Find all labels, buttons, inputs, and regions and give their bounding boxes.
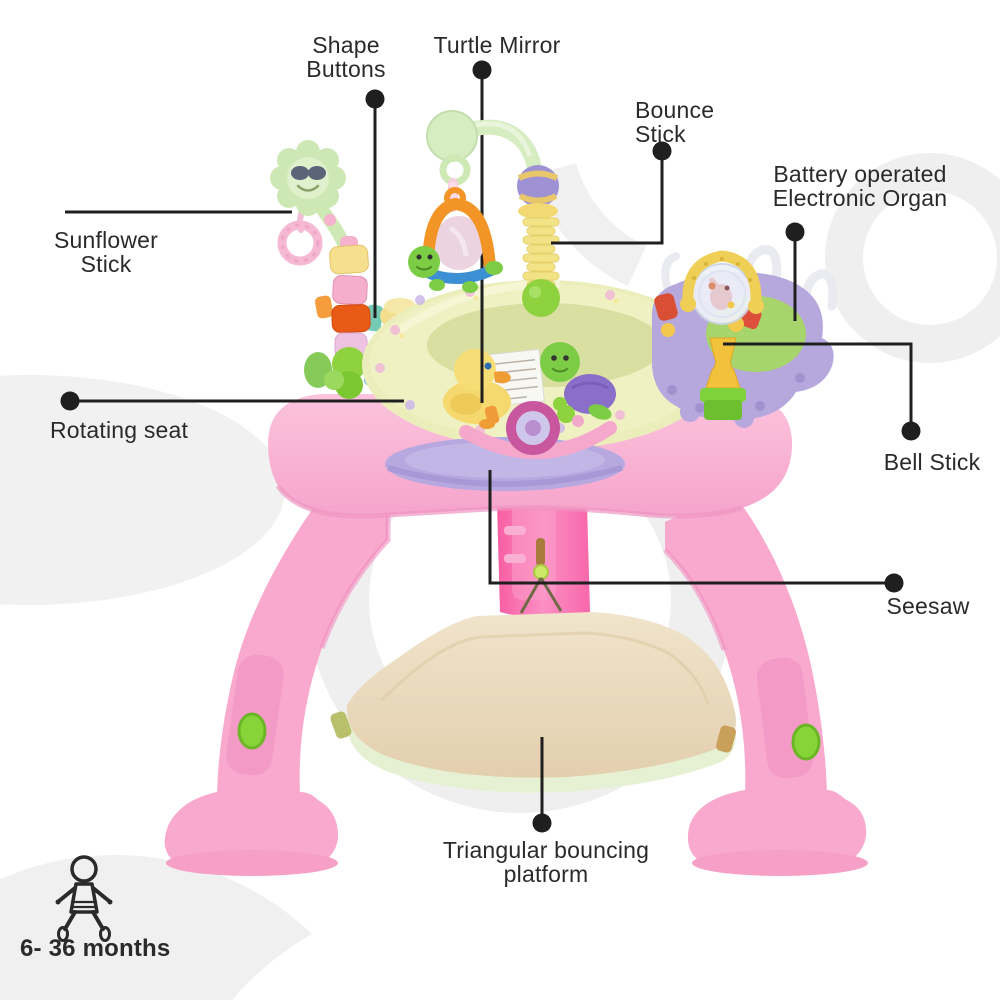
mirror-frame [422, 197, 496, 269]
bouncing-platform [330, 612, 736, 793]
baby-icon [55, 855, 113, 942]
leader-turtle-mirror-dot [472, 60, 492, 80]
leader-platform [532, 737, 552, 833]
label-age-range: 6- 36 months [20, 935, 171, 962]
label-bell-stick: Bell Stick [883, 449, 981, 475]
sunflower-stick-toy [270, 140, 354, 266]
leg-button-right [791, 723, 821, 761]
roller-ball [691, 263, 753, 325]
turtle-mirror-toy [408, 110, 542, 293]
bg-arc-top [533, 162, 647, 286]
leader-bell-stick [723, 342, 921, 441]
platform-hook-left [330, 711, 352, 739]
right-leg [663, 505, 868, 876]
sunflower-face [270, 140, 346, 216]
mirror-turtle-head [408, 246, 440, 278]
bounce-stick-toy [517, 165, 560, 317]
left-leg [164, 498, 391, 876]
leader-shape-buttons [365, 89, 385, 318]
label-turtle-mirror: Turtle Mirror [433, 32, 561, 58]
rotating-seat [362, 279, 722, 450]
electronic-organ-toy [651, 245, 838, 428]
mirror [434, 216, 484, 270]
label-seesaw: Seesaw [886, 593, 970, 619]
platform-hook-right [716, 725, 736, 753]
leader-bounce-stick [551, 141, 672, 245]
leader-battery-organ [785, 222, 805, 321]
bg-ring-right [825, 153, 1000, 363]
callout-lines [60, 60, 921, 833]
leader-seesaw [488, 470, 904, 593]
leader-rotating-seat [60, 391, 404, 411]
bouncer-product [164, 70, 868, 876]
background-shapes [0, 153, 1000, 1000]
seesaw-toy [459, 397, 617, 460]
leg-button-left [237, 712, 267, 750]
bell-stick-toy [680, 250, 764, 420]
duck-toy [443, 349, 511, 429]
label-rotating-seat: Rotating seat [50, 417, 189, 443]
